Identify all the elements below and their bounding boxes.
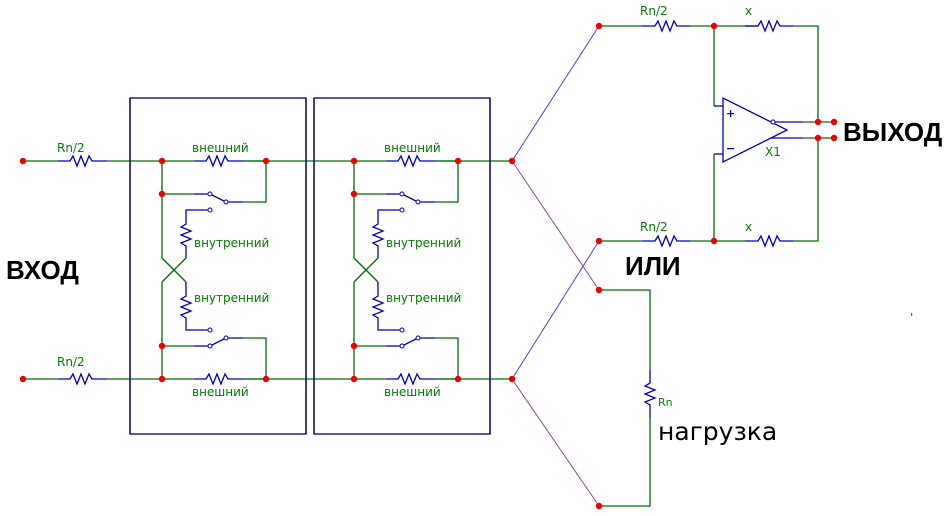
switch-pin <box>207 343 213 349</box>
load-bottom-terminal[interactable] <box>595 502 603 510</box>
link-top-to-load-top <box>511 160 600 291</box>
stage-1-outer-top-resistor <box>194 154 243 168</box>
opamp-plus-sign: + <box>726 107 735 120</box>
switch-contact <box>399 327 405 333</box>
switch-pin <box>399 343 405 349</box>
link-bottom-to-load-bottom <box>511 378 600 507</box>
amp-top-feedback-label: x <box>745 4 752 18</box>
switch-contact <box>207 327 213 333</box>
stage-1-inner-bottom-label: внутренний <box>194 291 269 305</box>
stage-1-outer-bottom-label: внешний <box>192 385 249 399</box>
load-circuit <box>599 289 657 507</box>
stage-1-inner-top-label: внутренний <box>194 236 269 250</box>
input-label: ВХОД <box>6 255 79 285</box>
amp-bottom-input-resistor <box>642 234 690 248</box>
amp-bottom-feedback-resistor <box>745 234 793 248</box>
switch-pin <box>223 335 229 341</box>
opamp-id-label: X1 <box>765 145 781 159</box>
opamp-minus-sign: − <box>726 142 735 155</box>
switch-pin <box>415 335 421 341</box>
or-label: ИЛИ <box>625 251 681 281</box>
amp-bottom-input-label: Rn/2 <box>640 220 668 234</box>
switch-contact <box>399 207 405 213</box>
amp-top-terminal[interactable] <box>595 22 603 30</box>
stage-2-inner-top-label: внутренний <box>386 236 461 250</box>
opamp-symbol <box>722 96 789 164</box>
amp-top-input-label: Rn/2 <box>640 4 668 18</box>
load-label: нагрузка <box>658 417 777 446</box>
junction-nodes <box>19 22 838 510</box>
stage-2-outer-top-label: внешний <box>384 141 441 155</box>
switch-pin <box>207 191 213 197</box>
stage-1-outer-top-label: внешний <box>192 141 249 155</box>
stage-2-inner-top-resistor <box>371 209 402 258</box>
opamp-output-pin <box>770 119 776 125</box>
stage-2-inner-bottom-resistor <box>371 282 402 331</box>
link-top-to-amp-top <box>511 25 600 162</box>
switch-bottom-node[interactable] <box>508 375 516 383</box>
amp-top-input-resistor <box>642 19 690 33</box>
switch-top-node[interactable] <box>508 157 516 165</box>
input-bottom-resistor-label: Rn/2 <box>57 355 85 369</box>
input-top-resistor-label: Rn/2 <box>57 141 85 155</box>
input-top-terminal[interactable] <box>19 157 27 165</box>
switch-contact <box>207 207 213 213</box>
stage-1-inner-bottom-resistor <box>179 282 210 331</box>
switch-pin <box>223 199 229 205</box>
stage-2-inner-bottom-label: внутренний <box>386 291 461 305</box>
link-bottom-to-amp-bottom <box>511 240 600 380</box>
switch-pin <box>399 191 405 197</box>
switch-pin <box>415 199 421 205</box>
amplifier-circuit <box>599 19 834 248</box>
load-top-terminal[interactable] <box>595 286 603 294</box>
load-resistor <box>643 370 657 418</box>
amp-bottom-terminal[interactable] <box>595 237 603 245</box>
stage-2-outer-bottom-label: внешний <box>384 385 441 399</box>
stray-mark <box>911 313 913 316</box>
stage-2-outer-bottom-resistor <box>386 372 435 386</box>
input-top-resistor <box>58 154 107 168</box>
amp-top-feedback-resistor <box>745 19 793 33</box>
stage-1-outer-bottom-resistor <box>194 372 243 386</box>
input-bottom-resistor <box>58 372 107 386</box>
output-top-terminal[interactable] <box>830 118 838 126</box>
load-resistor-label: Rn <box>658 396 673 409</box>
stage-1 <box>161 154 267 386</box>
stage-1-inner-top-resistor <box>179 209 210 258</box>
output-label: ВЫХОД <box>843 117 943 147</box>
input-bottom-terminal[interactable] <box>19 375 27 383</box>
stage-2-outer-top-resistor <box>386 154 435 168</box>
amp-bottom-feedback-label: x <box>745 220 752 234</box>
stage-2 <box>353 154 459 386</box>
output-bottom-terminal[interactable] <box>830 134 838 142</box>
